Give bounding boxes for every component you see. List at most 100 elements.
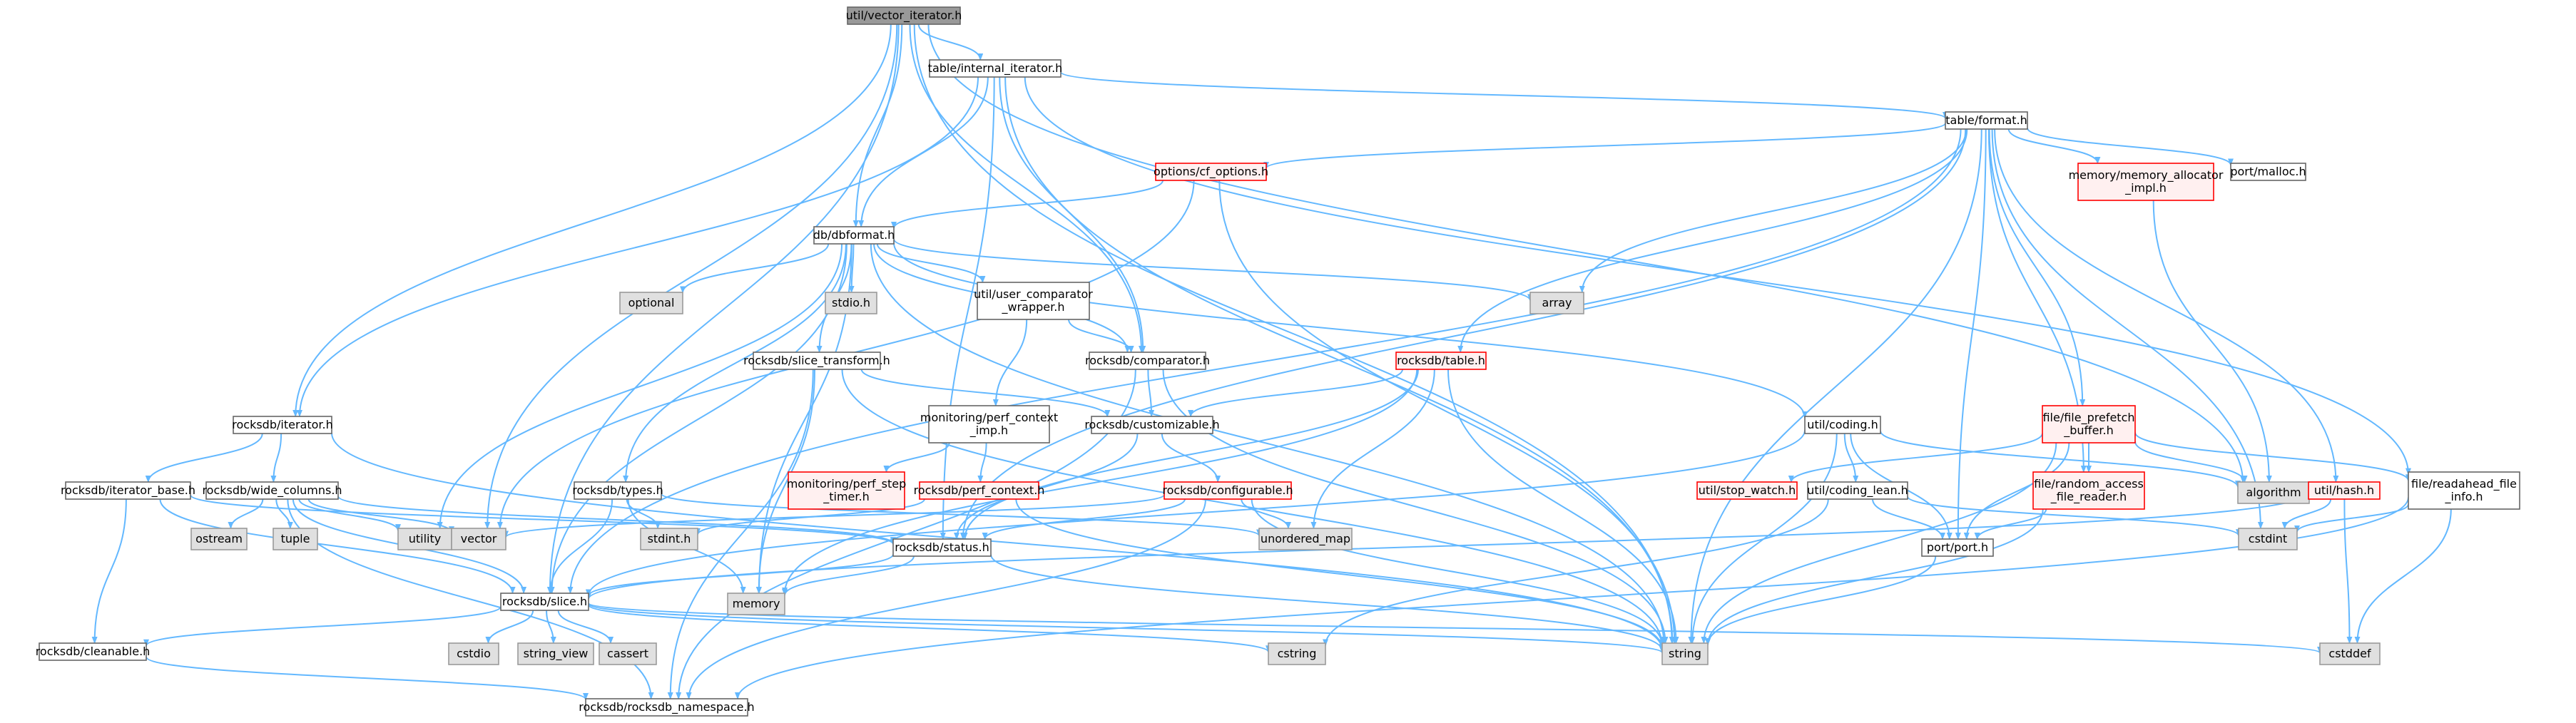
node-random-access-file-reader[interactable]: file/random_access_file_reader.h (2032, 471, 2145, 510)
node-wide-columns[interactable]: rocksdb/wide_columns.h (202, 481, 342, 500)
node-box (2077, 163, 2214, 201)
node-label: cstdint (2249, 532, 2287, 545)
node-coding-lean[interactable]: util/coding_lean.h (1807, 481, 1908, 500)
node-label: _wrapper.h (1002, 300, 1065, 314)
node-label: _impl.h (2124, 181, 2167, 195)
node-format[interactable]: table/format.h (1945, 111, 2028, 130)
include-edge (190, 494, 896, 545)
include-edge (917, 24, 984, 61)
node-stop-watch[interactable]: util/stop_watch.h (1696, 481, 1798, 500)
node-box (599, 642, 657, 665)
include-edge (143, 605, 502, 647)
include-edge (307, 498, 454, 534)
include-edge (146, 656, 589, 700)
include-edge (1310, 369, 1435, 529)
node-util-coding[interactable]: util/coding.h (1804, 416, 1881, 434)
node-port-port[interactable]: port/port.h (1921, 538, 1994, 557)
node-box (977, 282, 1090, 320)
include-edge (586, 553, 894, 597)
node-internal-iterator[interactable]: table/internal_iterator.h (928, 59, 1063, 78)
node-box (190, 528, 248, 550)
node-perf-context-imp[interactable]: monitoring/perf_context_imp.h (920, 405, 1058, 443)
include-edge (891, 180, 1164, 230)
include-edge (841, 369, 1665, 647)
node-box (1696, 481, 1798, 500)
node-label: optional (628, 296, 675, 309)
node-status[interactable]: rocksdb/status.h (892, 538, 992, 557)
include-edge (927, 24, 2246, 483)
node-label: stdint.h (648, 532, 691, 545)
node-ostream: ostream (190, 528, 248, 550)
node-readahead-file-info[interactable]: file/readahead_file_info.h (2408, 471, 2520, 510)
node-box (2032, 471, 2145, 510)
node-vector-iterator[interactable]: util/vector_iterator.h (846, 6, 962, 25)
include-edge (1955, 128, 1987, 540)
include-edge (2343, 498, 2353, 644)
node-box (451, 528, 506, 550)
include-edge (1788, 433, 2043, 483)
node-cleanable[interactable]: rocksdb/cleanable.h (36, 642, 151, 661)
node-box (1089, 352, 1206, 370)
include-edge (1688, 128, 1982, 644)
node-label: ostream (195, 532, 243, 545)
node-slice-transform[interactable]: rocksdb/slice_transform.h (743, 352, 890, 370)
include-edge (337, 495, 896, 545)
include-edge (1579, 128, 1967, 293)
node-box (619, 292, 683, 314)
node-label: file/file_prefetch (2042, 411, 2134, 425)
node-memory-allocator-impl[interactable]: memory/memory_allocator_impl.h (2069, 163, 2224, 201)
node-label: utility (409, 532, 442, 545)
node-port-malloc[interactable]: port/malloc.h (2230, 163, 2306, 181)
include-edge (2134, 441, 2248, 483)
node-rocksdb-namespace[interactable]: rocksdb/rocksdb_namespace.h (579, 698, 755, 717)
include-edge (270, 433, 282, 483)
node-label: port/malloc.h (2230, 165, 2306, 178)
include-edge (893, 242, 1808, 419)
include-edge (2354, 508, 2452, 644)
include-edge (1705, 555, 1937, 646)
node-label: file/random_access (2034, 477, 2144, 491)
node-box (640, 528, 698, 550)
node-perf-step-timer[interactable]: monitoring/perf_step_timer.h (787, 471, 907, 510)
node-string: string (1661, 642, 1709, 665)
include-edge (1068, 319, 1134, 353)
node-label: table/format.h (1945, 113, 2027, 127)
include-edge (962, 369, 1419, 540)
node-cstring: cstring (1268, 642, 1326, 665)
include-edge (588, 602, 1665, 654)
include-edge (298, 498, 401, 532)
node-label: _buffer.h (2063, 424, 2114, 438)
node-box (2319, 642, 2381, 665)
node-configurable[interactable]: rocksdb/configurable.h (1162, 481, 1293, 500)
include-edge (913, 24, 1675, 644)
node-box (2042, 405, 2136, 443)
node-user-comparator-wrapper[interactable]: util/user_comparator_wrapper.h (974, 282, 1093, 320)
dependency-edges (91, 24, 2452, 700)
node-rocksdb-table[interactable]: rocksdb/table.h (1395, 352, 1487, 370)
node-perf-context[interactable]: rocksdb/perf_context.h (914, 481, 1045, 500)
node-customizable[interactable]: rocksdb/customizable.h (1084, 416, 1220, 434)
node-cf-options[interactable]: options/cf_options.h (1154, 163, 1268, 181)
node-comparator[interactable]: rocksdb/comparator.h (1085, 352, 1210, 370)
include-edge (484, 24, 898, 529)
node-label: cstring (1278, 647, 1317, 660)
node-dbformat[interactable]: db/dbformat.h (813, 226, 895, 245)
node-label: db/dbformat.h (813, 228, 895, 242)
node-slice[interactable]: rocksdb/slice.h (500, 593, 589, 611)
node-types[interactable]: rocksdb/types.h (572, 481, 663, 500)
node-iterator-base[interactable]: rocksdb/iterator_base.h (61, 481, 195, 500)
node-util-hash[interactable]: util/hash.h (2308, 481, 2381, 500)
include-edge (2281, 498, 2332, 529)
include-edge (870, 243, 1667, 644)
node-rocksdb-iterator[interactable]: rocksdb/iterator.h (232, 416, 333, 434)
node-box (65, 481, 191, 500)
node-box (397, 528, 452, 550)
node-label: util/hash.h (2314, 483, 2374, 497)
include-edge (848, 243, 855, 293)
include-edge (588, 604, 1271, 653)
node-label: rocksdb/status.h (895, 540, 989, 554)
node-file-prefetch-buffer[interactable]: file/file_prefetch_buffer.h (2042, 405, 2136, 443)
include-edge (2007, 128, 2101, 164)
node-label: table/internal_iterator.h (928, 61, 1063, 76)
node-cassert: cassert (599, 642, 657, 665)
